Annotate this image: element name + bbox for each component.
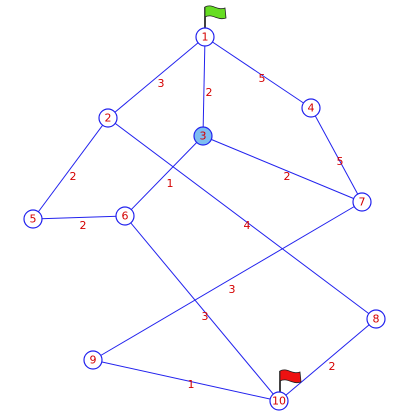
- node-8[interactable]: 8: [366, 309, 386, 329]
- node-label: 3: [200, 130, 207, 143]
- node-label: 1: [202, 31, 209, 44]
- node-label: 4: [308, 102, 315, 115]
- node-2[interactable]: 2: [98, 108, 118, 128]
- edge-weight-1-3: 2: [206, 86, 213, 99]
- node-label: 6: [122, 210, 129, 223]
- node-4[interactable]: 4: [301, 98, 321, 118]
- node-5[interactable]: 5: [23, 209, 43, 229]
- node-label: 10: [272, 395, 286, 408]
- node-label: 9: [90, 354, 97, 367]
- edge-weight-2-8: 4: [244, 219, 251, 232]
- flags-layer: [204, 5, 302, 395]
- edge-weight-7-9: 3: [229, 283, 236, 296]
- node-label: 5: [30, 213, 37, 226]
- green-flag-icon: [204, 5, 227, 31]
- edge-weight-9-10: 1: [188, 378, 195, 391]
- edge-5-6: [32, 215, 126, 220]
- edge-weight-3-7: 2: [284, 170, 291, 183]
- node-label: 8: [373, 313, 380, 326]
- edge-weight-1-2: 3: [158, 77, 165, 90]
- node-circle: [352, 192, 372, 212]
- node-circle: [195, 27, 215, 47]
- node-circle: [366, 309, 386, 329]
- node-circle: [115, 206, 135, 226]
- edge-3-6: [124, 135, 204, 217]
- edge-3-7: [202, 135, 363, 203]
- edge-2-8: [107, 117, 377, 320]
- node-label: 2: [105, 112, 112, 125]
- node-9[interactable]: 9: [83, 350, 103, 370]
- edge-weights-layer: 3 2 5 5 2 1 2 4 2 3 3 1 2: [70, 72, 344, 391]
- edge-6-10: [124, 215, 280, 402]
- node-3[interactable]: 3: [193, 126, 213, 146]
- edge-weight-2-5: 2: [70, 170, 77, 183]
- node-label: 7: [359, 196, 366, 209]
- edge-9-10: [92, 359, 280, 402]
- edge-weight-5-6: 2: [80, 219, 87, 232]
- edge-4-7: [310, 107, 363, 203]
- node-7[interactable]: 7: [352, 192, 372, 212]
- node-circle: [83, 350, 103, 370]
- node-1[interactable]: 1: [195, 27, 215, 47]
- node-circle: [98, 108, 118, 128]
- edge-weight-6-10: 3: [202, 310, 209, 323]
- node-circle: [269, 391, 289, 411]
- node-circle: [193, 126, 213, 146]
- node-circle: [23, 209, 43, 229]
- edge-7-9: [92, 201, 363, 361]
- edge-weight-3-6: 1: [167, 177, 174, 190]
- edge-1-4: [204, 36, 312, 109]
- edges-layer: [32, 36, 377, 402]
- edge-2-5: [32, 117, 109, 220]
- edge-weight-1-4: 5: [259, 72, 266, 85]
- edge-1-3: [202, 36, 206, 137]
- edge-8-10: [278, 318, 377, 402]
- node-circle: [301, 98, 321, 118]
- red-flag-icon: [279, 369, 302, 395]
- nodes-layer: 1 2 3 4 5 6 7 8 9 10: [23, 27, 386, 411]
- edge-1-2: [107, 36, 206, 119]
- node-6[interactable]: 6: [115, 206, 135, 226]
- node-10[interactable]: 10: [269, 391, 289, 411]
- edge-weight-8-10: 2: [329, 360, 336, 373]
- edge-weight-4-7: 5: [337, 155, 344, 168]
